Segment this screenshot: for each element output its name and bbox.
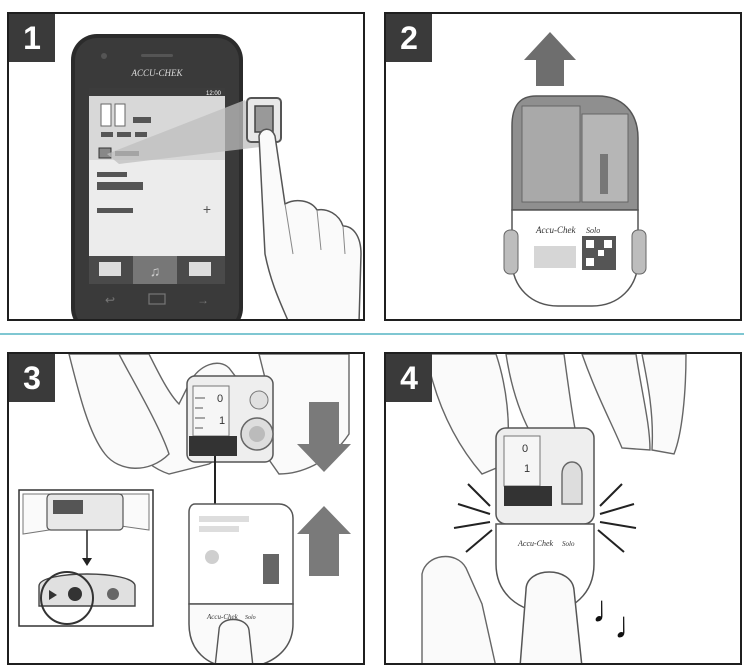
phone-brand-label: ACCU-CHEK [130, 68, 183, 78]
plus-icon: + [203, 201, 211, 217]
reservoir-scale-zero: 0 [522, 443, 528, 455]
back-key-icon: ↩ [105, 293, 115, 307]
step-number-badge: 3 [9, 354, 55, 402]
reservoir-plunger [189, 436, 237, 456]
row-divider [0, 333, 744, 335]
pump-model-label: Solo [586, 226, 600, 235]
reservoir-scale-zero: 0 [217, 393, 223, 405]
speaker-icon [141, 54, 173, 57]
sound-note-icon: ♩ [614, 605, 652, 647]
pump-illustration: Accu-Chek Solo [503, 32, 647, 307]
reservoir-plunger [504, 486, 552, 506]
sound-note-icon: ♩ [592, 589, 630, 631]
home-key-icon [148, 293, 166, 305]
reservoir-scale-one: 1 [219, 415, 225, 427]
pump-model-label: Solo [562, 540, 575, 548]
pump-model-label: Solo [245, 615, 256, 621]
step-number-badge: 2 [386, 14, 432, 62]
step-panel-2: 2 Accu-Chek Solo [384, 12, 742, 321]
click-burst-right [597, 483, 637, 553]
step-number-badge: 1 [9, 14, 55, 62]
step-panel-4: 4 0 1 Accu-Chek Solo ♩ ♩ [384, 352, 742, 665]
step-panel-3: 3 0 1 Accu-Chek Solo [7, 352, 365, 665]
step-panel-1: 1 ACCU-CHEK 12:00 + ♫ ↩ → [7, 12, 365, 321]
pump-icon [254, 105, 274, 133]
phone-app-illustration: ACCU-CHEK 12:00 + ♫ ↩ → [71, 34, 362, 319]
thumb [214, 618, 254, 663]
music-note-icon: ♫ [150, 263, 161, 279]
pump-assembly-click-illustration: 0 1 Accu-Chek Solo ♩ ♩ [421, 354, 687, 663]
pump-brand-label: Accu-Chek [206, 613, 239, 621]
status-clock: 12:00 [206, 91, 222, 97]
up-arrow-icon [524, 32, 576, 86]
thumb [519, 571, 583, 663]
camera-icon [101, 53, 107, 59]
finger-hand [258, 128, 362, 319]
up-arrow-icon [297, 506, 351, 576]
step-number-badge: 4 [386, 354, 432, 402]
pump-brand-label: Accu-Chek [535, 225, 576, 235]
click-burst-left [453, 483, 493, 553]
down-arrow-icon [297, 402, 351, 472]
home-icon [98, 147, 112, 159]
pump-brand-label: Accu-Chek [517, 539, 554, 548]
reservoir-insertion-illustration: 0 1 Accu-Chek Solo [18, 354, 351, 663]
menu-key-icon: → [197, 293, 209, 307]
reservoir-scale-one: 1 [524, 463, 530, 475]
